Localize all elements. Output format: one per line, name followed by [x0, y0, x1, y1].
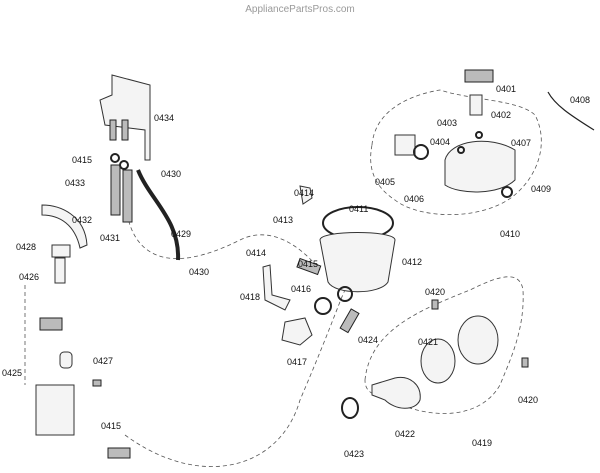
part-0409-heater [444, 140, 516, 193]
part-0425-body [35, 384, 75, 436]
hose-route [124, 199, 321, 271]
part-0424-hose [339, 308, 360, 334]
part-label-0418[interactable]: 0418 [240, 292, 260, 302]
part-label-0415[interactable]: 0415 [72, 155, 92, 165]
part-0417-shape [281, 317, 313, 346]
part-0422-shape [371, 376, 421, 409]
part-label-0414[interactable]: 0414 [246, 248, 266, 258]
part-label-0434[interactable]: 0434 [154, 113, 174, 123]
part-label-0425[interactable]: 0425 [2, 368, 22, 378]
part-label-0404[interactable]: 0404 [430, 137, 450, 147]
part-0415-ring [314, 297, 332, 315]
parts [35, 69, 595, 459]
part-0420-clip [431, 299, 439, 310]
part-label-0401[interactable]: 0401 [496, 84, 516, 94]
part-0418-shape [262, 264, 291, 311]
part-label-0405[interactable]: 0405 [375, 177, 395, 187]
part-label-0415[interactable]: 0415 [101, 421, 121, 431]
part-label-0426[interactable]: 0426 [19, 272, 39, 282]
part-label-0433[interactable]: 0433 [65, 178, 85, 188]
part-0429-hose [136, 169, 181, 261]
part-label-0416[interactable]: 0416 [291, 284, 311, 294]
part-label-0430[interactable]: 0430 [161, 169, 181, 179]
part-label-0407[interactable]: 0407 [511, 138, 531, 148]
part-label-0428[interactable]: 0428 [16, 242, 36, 252]
part-0410-clamp [501, 186, 513, 198]
watermark: AppliancePartsPros.com [245, 4, 355, 15]
part-label-0402[interactable]: 0402 [491, 110, 511, 120]
part-0419-motor [457, 315, 499, 365]
part-0425-cap [59, 351, 73, 369]
part-label-0432[interactable]: 0432 [72, 215, 92, 225]
part-label-0422[interactable]: 0422 [395, 429, 415, 439]
part-label-0423[interactable]: 0423 [344, 449, 364, 459]
part-label-0409[interactable]: 0409 [531, 184, 551, 194]
part-0432-hose [110, 164, 121, 216]
part-label-0424[interactable]: 0424 [358, 335, 378, 345]
part-0412-port [337, 286, 353, 302]
part-labels: 0401 0402 0403 0404 0405 0406 0407 0408 0409 0410… [2, 84, 590, 459]
part-0428-shape [41, 204, 88, 249]
part-0426-shape [51, 244, 71, 258]
part-0401-shape [464, 69, 494, 83]
part-0405-shape [394, 134, 416, 156]
part-0425-top [39, 317, 63, 331]
part-label-0408[interactable]: 0408 [570, 95, 590, 105]
part-0434-tube [121, 119, 129, 141]
part-0415-hose [107, 447, 131, 459]
part-0434-shape [99, 74, 151, 161]
part-label-0431[interactable]: 0431 [100, 233, 120, 243]
part-label-0412[interactable]: 0412 [402, 257, 422, 267]
part-label-0414[interactable]: 0414 [294, 188, 314, 198]
part-label-0420[interactable]: 0420 [425, 287, 445, 297]
part-0402-shape [469, 94, 483, 116]
part-label-0403[interactable]: 0403 [437, 118, 457, 128]
part-0415-ring [110, 153, 120, 163]
part-label-0413[interactable]: 0413 [273, 215, 293, 225]
part-0415-ring [119, 160, 129, 170]
part-label-0406[interactable]: 0406 [404, 194, 424, 204]
part-label-0429[interactable]: 0429 [171, 229, 191, 239]
part-0404-ring [457, 146, 465, 154]
part-0427-shape [92, 379, 102, 387]
part-label-0410[interactable]: 0410 [500, 229, 520, 239]
part-0412-sump [319, 232, 396, 293]
drain-hose-path [124, 289, 346, 467]
part-0421-shape [420, 338, 456, 384]
part-0434-tube [109, 119, 117, 141]
part-0413-shape [299, 185, 313, 205]
part-0426-body [54, 257, 66, 284]
part-label-0417[interactable]: 0417 [287, 357, 307, 367]
part-label-0420[interactable]: 0420 [518, 395, 538, 405]
part-label-0415[interactable]: 0415 [298, 259, 318, 269]
part-0415-hose [296, 257, 322, 276]
part-label-0430[interactable]: 0430 [189, 267, 209, 277]
part-0403-ring [475, 131, 483, 139]
part-label-0421[interactable]: 0421 [418, 337, 438, 347]
part-label-0411[interactable]: 0411 [349, 204, 368, 214]
part-0406-ring [413, 144, 429, 160]
part-label-0427[interactable]: 0427 [93, 356, 113, 366]
part-0423-ring [341, 397, 359, 419]
heater-assembly-outline [370, 89, 542, 216]
part-label-0419[interactable]: 0419 [472, 438, 492, 448]
part-0408-wire [547, 91, 595, 131]
part-0420-clip [521, 357, 529, 368]
part-0431-hose [122, 169, 133, 223]
